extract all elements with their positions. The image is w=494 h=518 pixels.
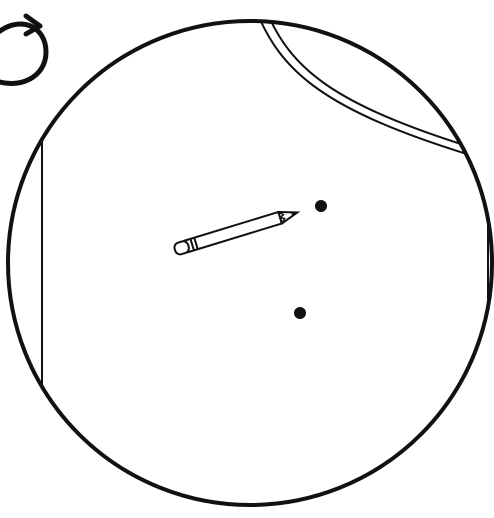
- magnifier-circle: [8, 21, 492, 505]
- marker-dot-1[interactable]: [315, 200, 327, 212]
- curve-inner: [265, 8, 480, 150]
- curve-outer: [255, 8, 480, 158]
- marker-dot-2[interactable]: [294, 307, 306, 319]
- rotate-clockwise-icon[interactable]: [0, 16, 46, 84]
- pencil-icon: [173, 207, 299, 256]
